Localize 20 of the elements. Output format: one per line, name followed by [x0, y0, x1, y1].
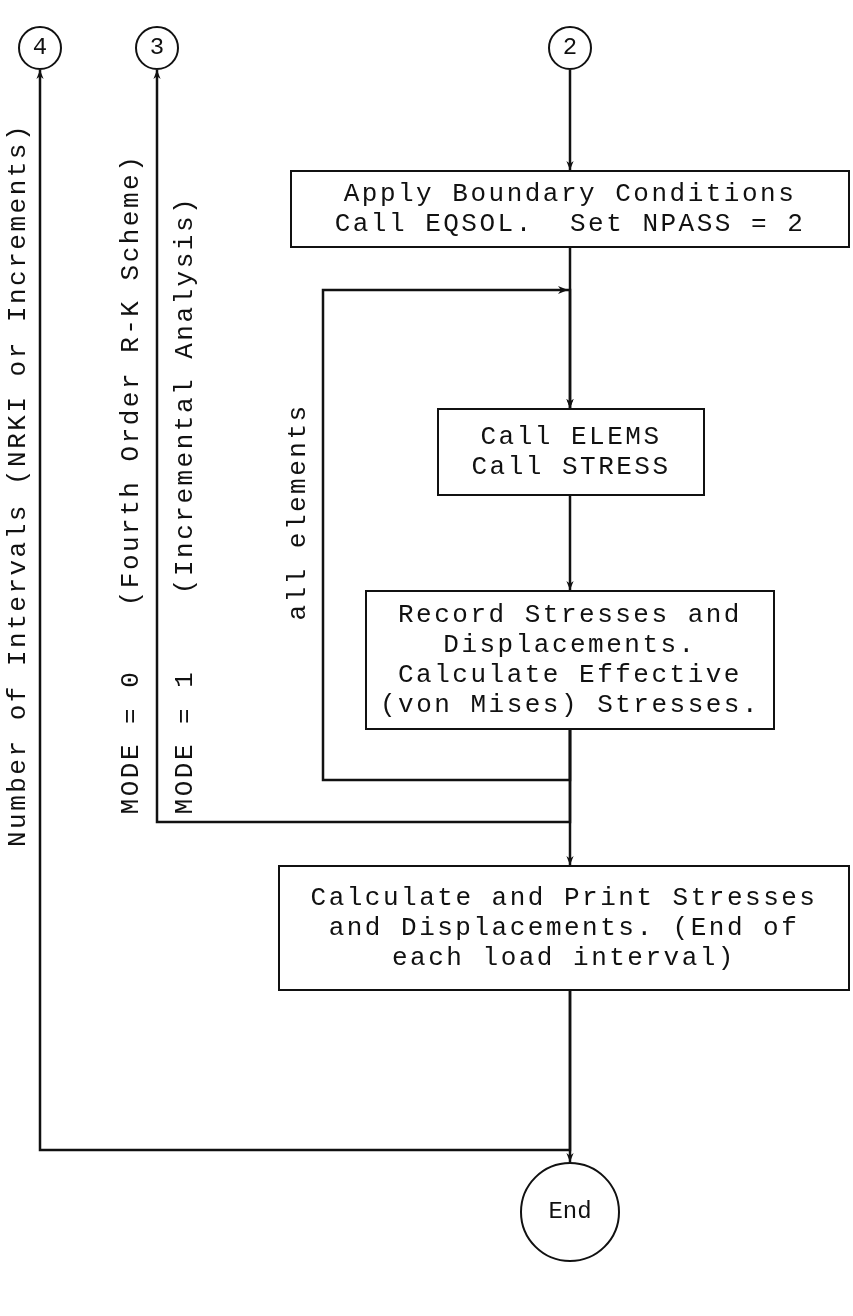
connector-circle: [135, 26, 179, 70]
arrow: [566, 70, 574, 170]
arrow: [566, 496, 574, 590]
arrow: [321, 286, 574, 782]
node-text: Calculate and Print Stresses and Displacements. (End of each load interval): [309, 883, 819, 973]
process-box: [437, 408, 705, 496]
node-text: Apply Boundary Conditions Call EQSOL. Set NPASS = 2: [333, 179, 807, 239]
node-text: 4: [32, 33, 48, 63]
node-text: 2: [562, 33, 578, 63]
node-text: Call ELEMS Call STRESS: [470, 422, 672, 482]
arrow: [153, 70, 572, 824]
node-text: End: [548, 1197, 592, 1227]
arrow: [36, 70, 572, 1152]
connector-circle: [18, 26, 62, 70]
process-box: [365, 590, 775, 730]
process-box: [290, 170, 850, 248]
process-box: [278, 865, 850, 991]
node-text: 3: [149, 33, 165, 63]
node-text: Record Stresses and Displacements. Calculate Effective (von Mises) Stresses.: [378, 600, 762, 720]
connector-circle: [548, 26, 592, 70]
